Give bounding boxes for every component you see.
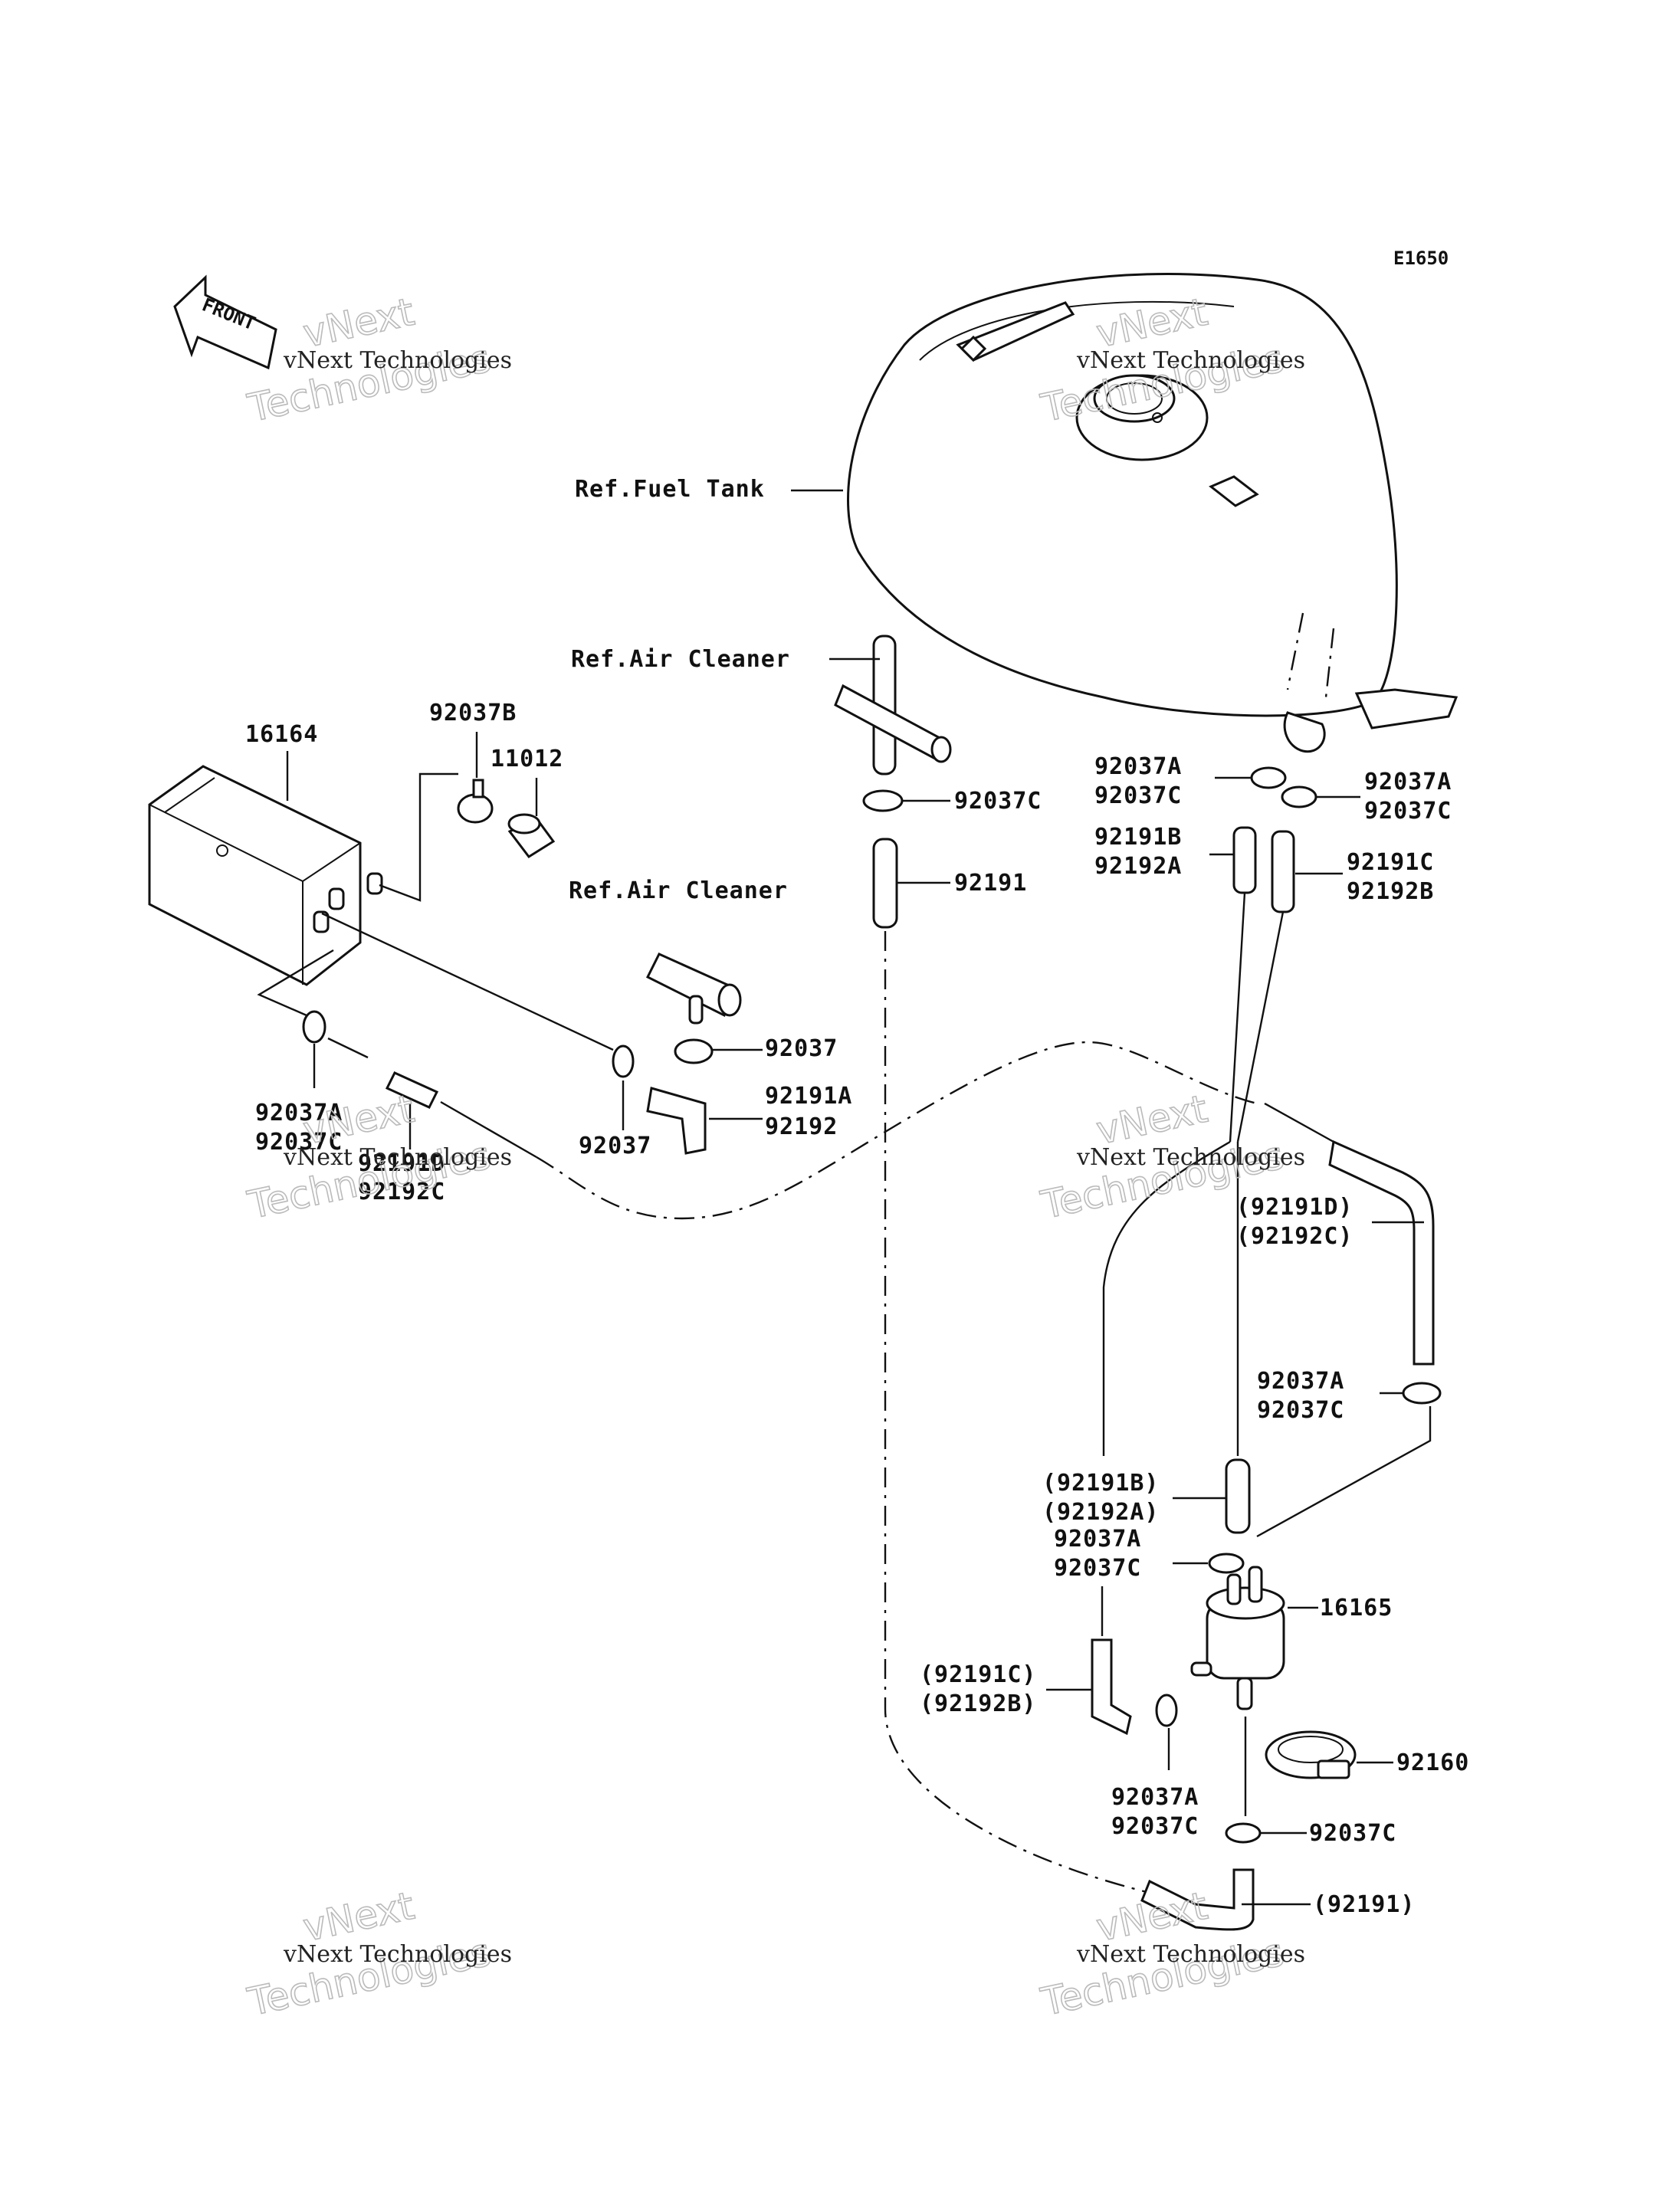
hose-bottom [1140, 1868, 1255, 1931]
clamp-92037b [457, 779, 494, 824]
label-bottom-clamp-c: 92037C [1309, 1820, 1396, 1847]
label-mid-hose-a: (92192A) [1042, 1499, 1160, 1526]
svg-text:vNext Technologies: vNext Technologies [1076, 347, 1305, 374]
air-cleaner-t-fitting [834, 635, 952, 776]
label-92037c-top: 92037C [954, 788, 1042, 815]
label-16165: 16165 [1320, 1595, 1393, 1622]
clamp-low [1155, 1694, 1178, 1727]
label-tank-clamp-l-c: 92037C [1094, 782, 1182, 809]
label-low-clamp-c: 92037C [1111, 1813, 1199, 1840]
svg-text:vNext Technologies: vNext Technologies [283, 1144, 512, 1171]
label-92037-right: 92037 [765, 1035, 838, 1062]
label-ref-air-cleaner-1: Ref.Air Cleaner [571, 646, 790, 673]
label-ref-air-cleaner-2: Ref.Air Cleaner [569, 877, 788, 904]
label-92192: 92192 [765, 1113, 838, 1140]
svg-text:vNext: vNext [1093, 1087, 1212, 1153]
label-tank-clamp-r-a: 92037A [1364, 769, 1452, 795]
svg-text:vNext Technologies: vNext Technologies [283, 347, 512, 374]
hose-low [1091, 1638, 1132, 1736]
label-left-clamp-a: 92037A [255, 1100, 343, 1126]
label-16164: 16164 [245, 721, 318, 748]
label-ret-hose-d: (92191D) [1236, 1194, 1354, 1221]
clamp-filter [1208, 1553, 1245, 1574]
label-left-clamp-c: 92037C [255, 1129, 343, 1156]
watermark: vNext Technologies vNext Technologies [243, 289, 512, 431]
label-tank-clamp-l-a: 92037A [1094, 753, 1182, 780]
clamp-tank-right [1281, 785, 1317, 808]
label-tank-clamp-r-c: 92037C [1364, 798, 1452, 825]
hose-92191a [646, 1087, 707, 1155]
label-left-hose-c: 92192C [358, 1179, 445, 1205]
hose-return [1328, 1139, 1435, 1366]
label-92037b: 92037B [429, 700, 517, 726]
hose-mid [1225, 1458, 1251, 1534]
label-mid-hose-b: (92191B) [1042, 1470, 1160, 1497]
clamp-return [1402, 1382, 1442, 1405]
canister-16164 [148, 765, 383, 986]
hose-left [385, 1071, 439, 1109]
svg-text:vNext: vNext [300, 1884, 418, 1950]
svg-text:vNext Technologies: vNext Technologies [1076, 1941, 1305, 1968]
label-left-hose-d: 92191D [358, 1150, 445, 1177]
clamp-tank-left [1250, 766, 1287, 789]
label-low-hose-b: (92192B) [920, 1690, 1037, 1717]
label-92160: 92160 [1396, 1749, 1469, 1776]
clamp-bottom [1225, 1822, 1262, 1844]
hose-tank-right [1271, 830, 1295, 913]
label-ret-hose-c: (92192C) [1236, 1223, 1354, 1250]
label-92037-below: 92037 [579, 1133, 651, 1159]
label-filter-clamp-a: 92037A [1054, 1526, 1141, 1553]
fuel-filter-16165 [1190, 1566, 1285, 1710]
svg-text:vNext: vNext [1093, 1884, 1212, 1950]
label-tank-hose-r-b: 92192B [1347, 878, 1434, 905]
label-ret-clamp-c: 92037C [1257, 1397, 1344, 1424]
label-tank-hose-l-b: 92191B [1094, 824, 1182, 851]
label-11012: 11012 [491, 746, 563, 772]
diagram-code: E1650 [1393, 248, 1449, 269]
hose-92191 [872, 838, 898, 929]
svg-text:vNext: vNext [300, 290, 418, 356]
svg-text:vNext: vNext [300, 1087, 418, 1153]
label-low-hose-c: (92191C) [920, 1661, 1037, 1688]
front-arrow-icon: FRONT [173, 274, 277, 370]
svg-text:vNext Technologies: vNext Technologies [1076, 1144, 1305, 1171]
label-bottom-hose: (92191) [1313, 1891, 1415, 1918]
clamp-92037c-top [862, 789, 904, 812]
clamp-92037-below [612, 1044, 635, 1078]
fuel-tank [847, 273, 1459, 753]
label-tank-hose-r-c: 92191C [1347, 849, 1434, 876]
watermark: vNext Technologies vNext Technologies [243, 1883, 512, 2025]
label-92191a: 92191A [765, 1083, 852, 1110]
label-ret-clamp-a: 92037A [1257, 1368, 1344, 1395]
label-filter-clamp-c: 92037C [1054, 1555, 1141, 1582]
band-92160 [1265, 1730, 1357, 1779]
clamp-92037-right [674, 1038, 714, 1064]
cap-11012 [507, 813, 556, 858]
air-cleaner-fitting [645, 953, 742, 1025]
hose-tank-left [1232, 826, 1257, 894]
label-92191: 92191 [954, 870, 1027, 897]
label-low-clamp-a: 92037A [1111, 1784, 1199, 1811]
label-ref-fuel-tank: Ref.Fuel Tank [575, 476, 765, 503]
label-tank-hose-l-a: 92192A [1094, 853, 1182, 880]
clamp-left [302, 1010, 326, 1044]
svg-text:vNext Technologies: vNext Technologies [283, 1941, 512, 1968]
